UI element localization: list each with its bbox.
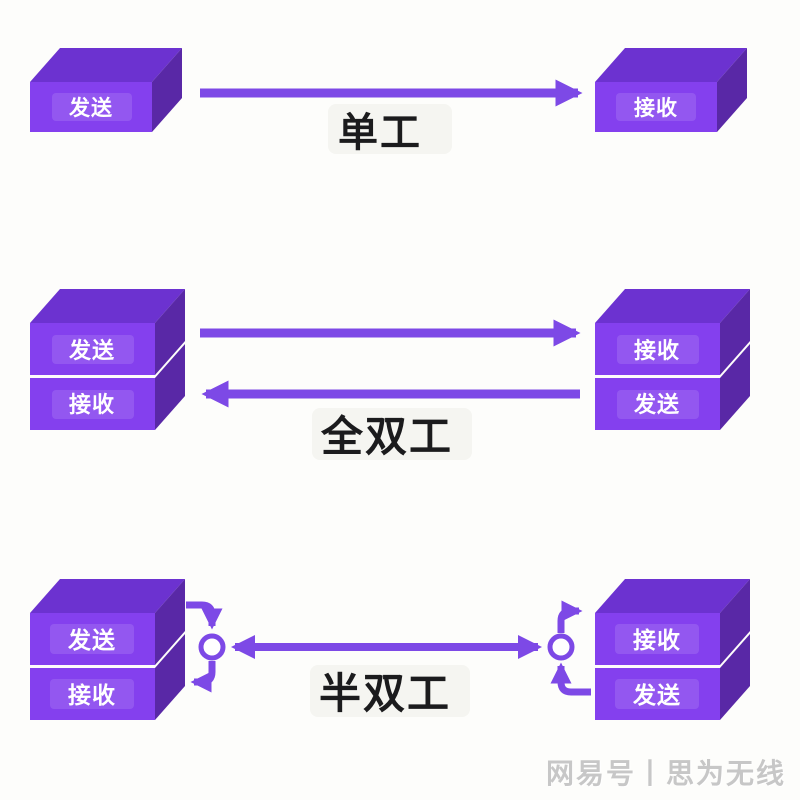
- left-send-to-switch-connector: [186, 601, 223, 630]
- title-highlight: [312, 408, 472, 460]
- send-label: 发送: [68, 338, 115, 363]
- box-front-face: [595, 82, 717, 132]
- box-top-face: [595, 289, 750, 323]
- box-front-face: [595, 323, 720, 375]
- box-side-face: [152, 48, 182, 132]
- sender-label: 发送: [68, 96, 113, 120]
- label-highlight: [50, 624, 134, 654]
- title-highlight: [328, 104, 452, 154]
- row-half-duplex: 发送 接收 接收 发送 半双工: [30, 579, 750, 720]
- box-front-face: [30, 82, 152, 132]
- row-simplex: 发送 接收 单工: [30, 48, 747, 155]
- full-duplex-right-stack: 接收 发送: [595, 289, 750, 430]
- box-side-face: [155, 289, 185, 375]
- right-switch-node: [547, 633, 575, 661]
- receiver-label: 接收: [634, 96, 678, 120]
- label-highlight: [617, 335, 699, 364]
- box-side-face: [155, 634, 185, 720]
- label-highlight: [617, 390, 699, 419]
- box-top-face: [30, 48, 182, 82]
- box-front-face: [30, 323, 155, 375]
- send-label: 发送: [632, 682, 681, 708]
- left-switch-to-receive-connector: [190, 661, 216, 693]
- box-top-face: [30, 289, 185, 323]
- send-label: 发送: [633, 392, 680, 417]
- box-front-face: [30, 668, 155, 720]
- box-side-face: [155, 579, 185, 665]
- box-side-face: [155, 344, 185, 430]
- full-duplex-left-stack: 发送 接收: [30, 289, 185, 430]
- box-front-face: [595, 613, 720, 665]
- full-duplex-title: 全双工: [320, 413, 453, 460]
- box-side-face: [720, 634, 750, 720]
- right-send-to-switch-connector: [550, 662, 591, 696]
- receive-label: 接收: [634, 338, 680, 363]
- title-highlight: [310, 665, 470, 717]
- receive-label: 接收: [69, 392, 115, 417]
- half-duplex-title: 半双工: [319, 670, 451, 717]
- simplex-sender-box: 发送: [30, 48, 182, 132]
- simplex-title: 单工: [338, 111, 422, 155]
- box-side-face: [720, 289, 750, 375]
- label-highlight: [52, 93, 132, 121]
- label-highlight: [52, 390, 134, 419]
- receive-label: 接收: [68, 682, 116, 708]
- box-side-face: [720, 579, 750, 665]
- label-highlight: [50, 679, 134, 709]
- half-duplex-left-stack: 发送 接收: [30, 579, 185, 720]
- box-side-face: [717, 48, 747, 132]
- label-highlight: [615, 679, 699, 709]
- box-top-face: [595, 48, 747, 82]
- box-top-face: [30, 579, 185, 613]
- label-highlight: [52, 335, 134, 364]
- left-switch-node: [198, 633, 226, 661]
- simplex-receiver-box: 接收: [595, 48, 747, 132]
- box-front-face: [30, 613, 155, 665]
- row-full-duplex: 发送 接收 接收 发送 全双工: [30, 289, 750, 460]
- box-front-face: [595, 378, 720, 430]
- label-highlight: [616, 93, 696, 121]
- box-side-face: [720, 344, 750, 430]
- box-front-face: [30, 378, 155, 430]
- watermark: 网易号丨思为无线: [546, 758, 786, 789]
- box-top-face: [595, 579, 750, 613]
- half-duplex-right-stack: 接收 发送: [595, 579, 750, 720]
- send-label: 发送: [67, 627, 116, 653]
- label-highlight: [615, 624, 699, 654]
- right-switch-to-receive-connector: [557, 600, 583, 633]
- receive-label: 接收: [633, 627, 681, 653]
- box-front-face: [595, 668, 720, 720]
